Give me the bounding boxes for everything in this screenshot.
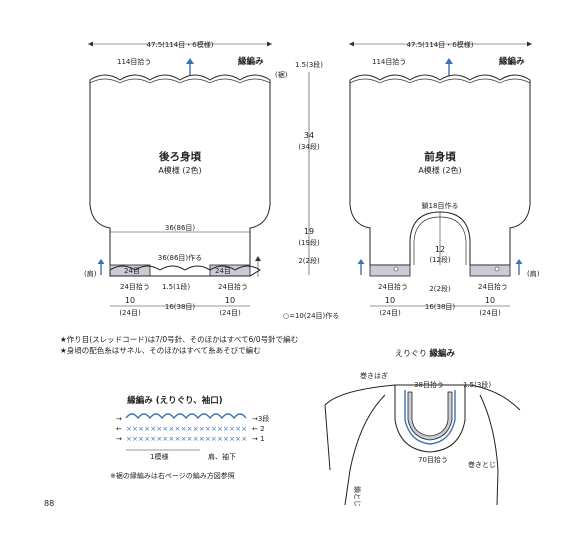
- edging-row3-label: →3段: [252, 414, 269, 423]
- back-scallop-top-inner: [89, 78, 271, 84]
- back-cast-on: 36(86目)作る: [158, 253, 202, 262]
- front-width-label: 47.5(114目・6模様): [407, 40, 474, 49]
- back-title: 後ろ身頃: [158, 150, 201, 163]
- arrow-right: [267, 41, 272, 47]
- back-bottom-mid-w: 16(38目): [165, 303, 196, 311]
- back-center-small: 1.5(1段): [162, 282, 190, 291]
- arrow-left: [88, 41, 93, 47]
- edging-arrow-fwd: →: [116, 435, 122, 443]
- circle-note: ○=10(24目)作る: [283, 311, 339, 320]
- back-scallop-bottom: [109, 265, 261, 277]
- edging-row3-shells: [125, 413, 247, 420]
- front-pickup-label: 114目拾う: [372, 57, 406, 66]
- front-neck-make: 鎖18目作る: [422, 201, 459, 210]
- edging-note: ※裾の縁編みは右ページの編み方図参照: [110, 471, 235, 480]
- neckline-sleeve-left: [324, 394, 386, 506]
- page-number: 88: [44, 499, 54, 508]
- back-bottom-right-sub: (24目): [219, 309, 241, 317]
- back-right-arrow-icon: [255, 256, 261, 261]
- neckline-edge: [404, 390, 456, 445]
- front-band-right: [469, 264, 511, 277]
- neckline-sleeve-label: 鎖とじ: [353, 486, 362, 507]
- neckline-pick70: 70目拾う: [418, 455, 448, 464]
- front-neck-bottom: 2(2段): [429, 284, 451, 293]
- front-bottom-mid-w: 16(38目): [425, 303, 456, 311]
- neckline-body-side: 巻きとじ: [468, 460, 496, 469]
- front-pick-right: 24目拾う: [478, 282, 508, 291]
- note-line-1: ★作り目(スレッドコード)は7/0号針、そのほかはすべて6/0号針で編む: [60, 335, 299, 344]
- front-arrow-head-icon: [445, 58, 453, 64]
- front-circle-right: [494, 266, 500, 272]
- back-scallop-top: [89, 74, 271, 81]
- vertical-top: 1.5(3段): [295, 60, 323, 69]
- front-neck-h: 12: [435, 245, 445, 254]
- vertical-dims: 1.5(3段) 34 (34段) 19 (19段) 2(2段) ○=10(24目…: [283, 60, 339, 320]
- hem-mark: (裾): [275, 70, 288, 79]
- back-pick-right: 24目拾う: [218, 282, 248, 291]
- neckline-band: [407, 391, 453, 441]
- back-piece: 47.5(114目・6模様) 114目拾う 縁編み (裾) 36(86目) 36…: [84, 40, 288, 317]
- neckline-seam-top: 巻きはぎ: [360, 371, 388, 380]
- front-right-shoulder: (肩): [527, 269, 540, 278]
- front-scallop-top: [349, 74, 531, 81]
- edging-row1-label: → 1: [252, 435, 265, 443]
- front-pattern: A模様 (2色): [418, 165, 461, 175]
- note-line-2: ★身頃の配色糸はサネル、そのほかはすべて糸あそびで編む: [60, 346, 261, 355]
- neckline-depth: 1.5(3段): [463, 380, 491, 389]
- edging-chart-title: 縁編み (えりぐり、袖口): [127, 395, 223, 406]
- edging-row2: ××××××××××××××××××××: [126, 425, 247, 433]
- back-bottom-left-w: 10: [125, 296, 135, 305]
- neckline-sleeve-right: [479, 394, 499, 506]
- front-bottom-left-sub: (24目): [379, 309, 401, 317]
- vertical-bottom: 2(2段): [298, 256, 320, 265]
- edging-symbols: ×××××××××××××××××××× ×××××××××××××××××××…: [125, 413, 247, 443]
- vertical-low: 19: [304, 227, 314, 236]
- neckline-pick38: 38目拾う: [414, 380, 444, 389]
- front-bottom-right-sub: (24目): [479, 309, 501, 317]
- back-left-arrow-icon: [97, 259, 105, 264]
- vertical-mid: 34: [304, 131, 314, 140]
- back-bottom-left-sub: (24目): [119, 309, 141, 317]
- arrow-left: [349, 41, 354, 47]
- front-piece: 47.5(114目・6模様) 114目拾う 縁編み 鎖18目作る 12 (12段…: [349, 40, 540, 317]
- back-width-label: 47.5(114目・6模様): [147, 40, 214, 49]
- back-left-count: 24目: [124, 267, 140, 275]
- back-right-count: 24目: [215, 267, 231, 275]
- back-pattern: A模様 (2色): [158, 165, 201, 175]
- back-edging-label: 縁編み: [238, 56, 264, 67]
- back-bottom-right-w: 10: [225, 296, 235, 305]
- edging-row2-label: ← 2: [252, 425, 265, 433]
- vertical-low-sub: (19段): [298, 238, 320, 247]
- front-bottom-right-w: 10: [485, 296, 495, 305]
- front-bottom-left-w: 10: [385, 296, 395, 305]
- vertical-mid-sub: (34段): [298, 142, 320, 151]
- front-neck-h-sub: (12段): [429, 255, 451, 264]
- edging-arrow-in: →: [116, 415, 122, 423]
- front-circle-left: [393, 266, 399, 272]
- edging-chart: 縁編み (えりぐり、袖口) ×××××××××××××××××××× ×××××…: [110, 395, 269, 480]
- back-left-shoulder: (肩): [84, 269, 97, 278]
- back-pick-left: 24目拾う: [120, 282, 150, 291]
- neckline-body: [324, 384, 521, 453]
- neckline-title: えりぐり 縁編み: [395, 348, 456, 359]
- front-right-arrow-icon: [515, 259, 523, 264]
- front-left-arrow-icon: [357, 259, 365, 264]
- edging-arrow-back: ←: [116, 425, 122, 433]
- neckline-diagram: えりぐり 縁編み 巻きはぎ 38目拾う 1.5(3段) 70目拾う 巻きとじ 鎖…: [324, 348, 521, 507]
- back-arrow-head-icon: [186, 58, 194, 64]
- back-pickup-label: 114目拾う: [117, 57, 151, 66]
- back-inner-width: 36(86目): [165, 224, 196, 232]
- edging-row1: ××××××××××××××××××××: [126, 435, 247, 443]
- front-scallop-top-inner: [349, 78, 531, 84]
- edging-pattern-label: 1模様: [150, 452, 168, 461]
- front-title: 前身頃: [424, 150, 456, 163]
- edging-hem-label: 肩、袖下: [208, 452, 236, 461]
- front-pick-left: 24目拾う: [378, 282, 408, 291]
- back-outline: [89, 80, 271, 265]
- front-band-left: [369, 264, 411, 277]
- front-edging-label: 縁編み: [499, 56, 525, 67]
- arrow-right: [527, 41, 532, 47]
